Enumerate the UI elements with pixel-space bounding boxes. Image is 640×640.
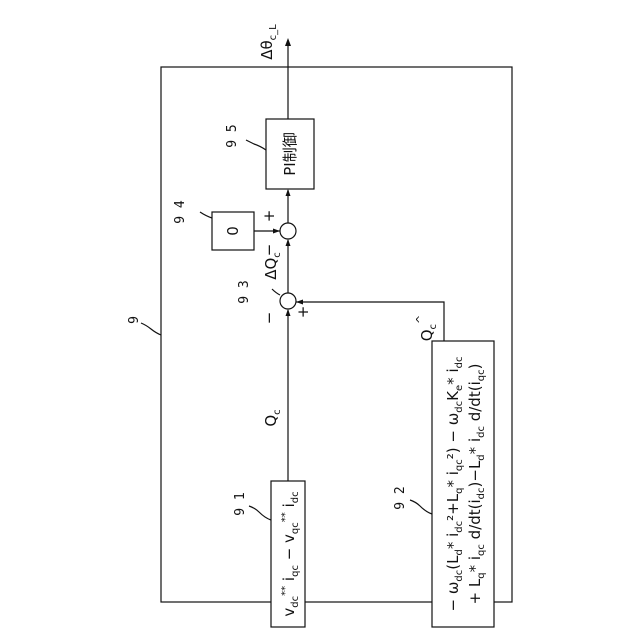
block-9-leader bbox=[141, 323, 161, 335]
block-94-ref: 9 4 bbox=[173, 200, 188, 224]
block-9-ref: 9 bbox=[127, 316, 142, 324]
block-95-leader bbox=[246, 140, 266, 150]
block-91-leader bbox=[249, 506, 271, 520]
signal-qc-hat-label: Qc^ bbox=[414, 315, 439, 342]
sum-2-plus: + bbox=[260, 210, 278, 223]
block-94-leader bbox=[200, 212, 212, 218]
block-95-label: PI制御 bbox=[281, 132, 299, 175]
block-92-formula-line-2: + Lq* iqc d/dt(idc)−Ld* idc d/dt(iqc) bbox=[466, 364, 487, 605]
block-91-ref: 9 1 bbox=[233, 492, 248, 515]
block-93-leader bbox=[272, 289, 280, 295]
block-92-box bbox=[432, 341, 494, 627]
signal-output-label: Δθc_L bbox=[258, 24, 279, 60]
sum-93-minus: − bbox=[260, 312, 278, 325]
block-92-leader bbox=[410, 500, 432, 514]
arrowhead-into-93-right bbox=[296, 300, 303, 305]
arrowhead-into-sum2-left bbox=[273, 229, 280, 234]
block-95-ref: 9 5 bbox=[225, 124, 240, 147]
block-92-ref: 9 2 bbox=[393, 486, 408, 509]
sum-2-minus: − bbox=[260, 244, 278, 257]
block-93-ref: 9 3 bbox=[237, 280, 252, 303]
sum-93-plus: + bbox=[294, 306, 312, 319]
block-94-value: 0 bbox=[224, 226, 242, 236]
arrowhead-into-95 bbox=[286, 189, 291, 196]
signal-qc-label: Qc bbox=[262, 409, 283, 426]
arrowhead-into-93-bottom bbox=[286, 309, 291, 316]
arrowhead-output bbox=[285, 38, 291, 46]
summing-junction-2 bbox=[280, 223, 296, 239]
arrowhead-into-sum2-bottom bbox=[286, 239, 291, 246]
